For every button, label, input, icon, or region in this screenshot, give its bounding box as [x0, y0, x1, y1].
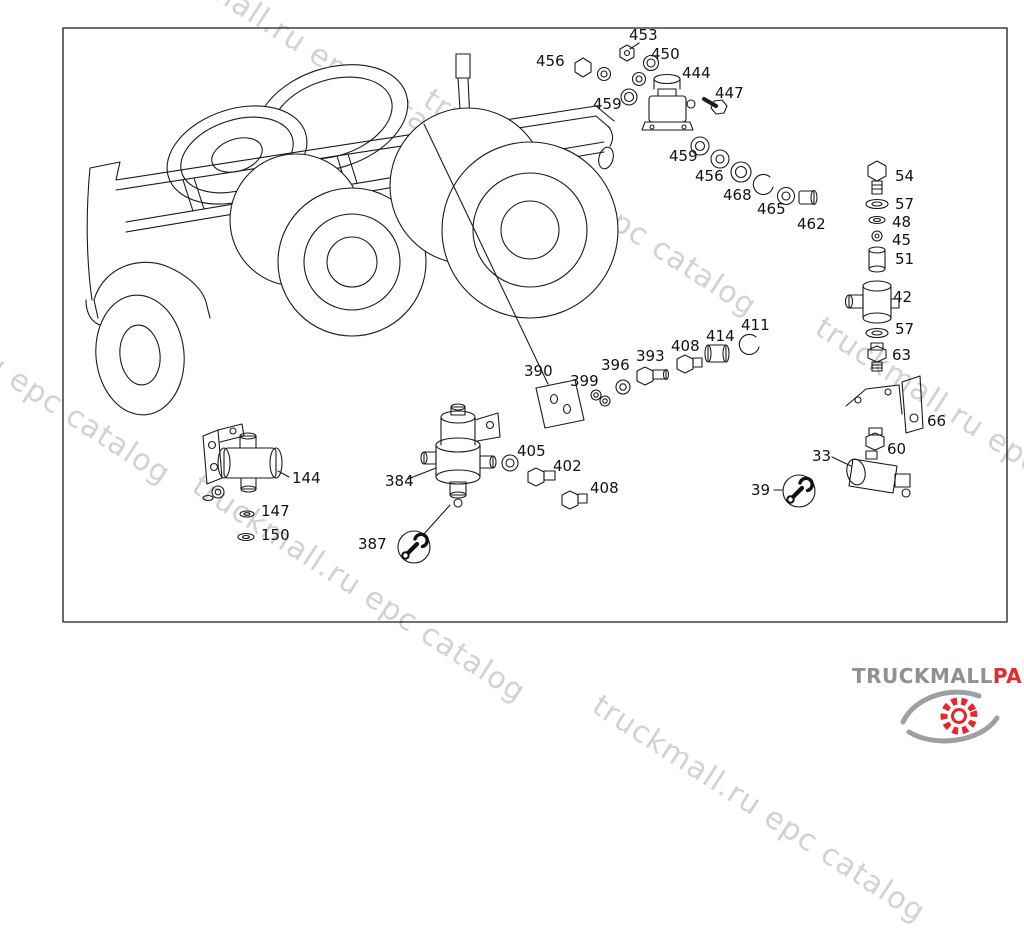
part-456-drawing-b: [710, 149, 730, 169]
part-150-drawing: [237, 532, 255, 542]
part-462-drawing: [776, 186, 818, 206]
part-label-456-b: 456: [695, 167, 724, 185]
leader-384: [407, 467, 437, 480]
part-408-drawing-a: [676, 354, 703, 374]
part-51-drawing: [868, 246, 886, 273]
part-57-washer-drawing-b: [865, 327, 889, 339]
part-label-390: 390: [524, 362, 553, 380]
part-453-drawing: [619, 44, 635, 62]
part-label-144: 144: [292, 469, 321, 487]
part-48-drawing: [868, 215, 886, 225]
part-label-450: 450: [651, 45, 680, 63]
part-label-408-b: 408: [590, 479, 619, 497]
part-459-drawing-a: [620, 88, 638, 106]
part-label-51: 51: [895, 250, 915, 268]
part-456-drawing-a: [574, 57, 612, 82]
leader-387: [423, 504, 451, 535]
part-label-384: 384: [385, 472, 414, 490]
part-label-147: 147: [261, 502, 290, 520]
part-label-39: 39: [751, 481, 771, 499]
part-label-456-a: 456: [536, 52, 565, 70]
part-label-150: 150: [261, 526, 290, 544]
part-384-valve-drawing: [420, 403, 501, 508]
part-label-57-a: 57: [895, 195, 915, 213]
part-414-drawing: [704, 344, 730, 363]
part-label-468: 468: [723, 186, 752, 204]
part-label-465: 465: [757, 200, 786, 218]
part-54-bolt-drawing: [867, 160, 887, 195]
part-label-393: 393: [636, 347, 665, 365]
part-label-459-b: 459: [669, 147, 698, 165]
part-label-453: 453: [629, 26, 658, 44]
part-label-48: 48: [892, 213, 912, 231]
leader-390: [423, 123, 549, 385]
part-60-drawing: [865, 427, 885, 451]
part-399-drawing: [590, 389, 611, 407]
exploded-diagram-drawing: [62, 27, 1008, 623]
part-147-drawing: [239, 510, 255, 518]
part-label-399: 399: [570, 372, 599, 390]
part-45-drawing: [871, 230, 883, 242]
part-42-valve-drawing: [844, 280, 900, 324]
part-label-444: 444: [682, 64, 711, 82]
truckmall-gear-icon: [900, 689, 1000, 744]
leader-453: [629, 42, 640, 50]
part-144-valve-drawing: [202, 423, 283, 502]
truck-chassis-drawing: [85, 53, 619, 416]
part-label-57-b: 57: [895, 320, 915, 338]
truckmall-logo: TRUCKMALLPARTS: [852, 664, 1024, 744]
part-label-462: 462: [797, 215, 826, 233]
logo-text-parts: PARTS: [992, 664, 1024, 688]
part-468-drawing: [730, 161, 752, 183]
part-label-66: 66: [927, 412, 947, 430]
part-label-33: 33: [812, 447, 832, 465]
part-405-drawing: [501, 454, 519, 472]
part-label-402: 402: [553, 457, 582, 475]
part-label-459-a: 459: [593, 95, 622, 113]
part-label-42: 42: [893, 288, 913, 306]
part-459-drawing-b: [690, 136, 710, 156]
part-408-drawing-b: [561, 490, 588, 510]
part-label-45: 45: [892, 231, 912, 249]
logo-text: TRUCKMALLPARTS: [852, 664, 1024, 688]
part-465-snap-ring-drawing: [752, 173, 774, 195]
part-66-bracket-drawing: [845, 375, 924, 434]
part-33-valve-drawing: [846, 450, 911, 498]
part-label-396: 396: [601, 356, 630, 374]
part-label-411: 411: [741, 316, 770, 334]
leader-33: [831, 456, 852, 467]
part-label-63: 63: [892, 346, 912, 364]
part-label-387: 387: [358, 535, 387, 553]
logo-text-truckmall: TRUCKMALL: [852, 664, 993, 688]
part-411-snap-ring-drawing: [738, 333, 760, 355]
part-label-405: 405: [517, 442, 546, 460]
part-402-drawing: [527, 467, 556, 487]
part-444-valve-drawing: [641, 73, 696, 131]
part-label-447: 447: [715, 84, 744, 102]
part-label-54: 54: [895, 167, 915, 185]
leader-144: [277, 470, 290, 478]
part-450-drawing: [642, 54, 660, 72]
part-63-drawing: [867, 342, 887, 372]
part-390-bracket-drawing: [535, 379, 585, 429]
part-label-60: 60: [887, 440, 907, 458]
part-396-drawing: [615, 379, 631, 395]
part-57-washer-drawing-a: [865, 198, 889, 210]
diagram-border: [62, 27, 1008, 623]
part-447-bolt-drawing: [702, 97, 728, 115]
part-label-414: 414: [706, 327, 735, 345]
part-ring-drawing: [631, 71, 647, 87]
part-label-408-a: 408: [671, 337, 700, 355]
part-393-drawing: [636, 366, 670, 386]
